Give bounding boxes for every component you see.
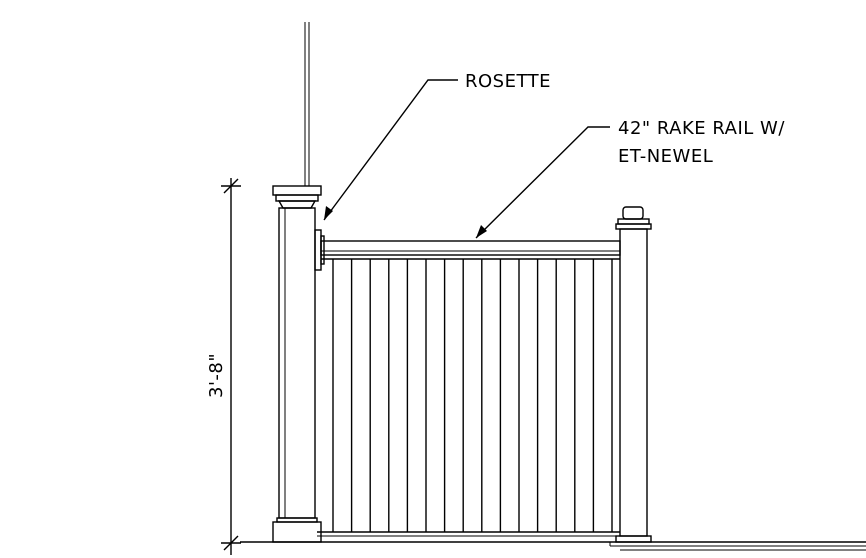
left-newel-post: [272, 185, 322, 543]
balusters: [332, 259, 613, 532]
right-newel-post: [615, 206, 652, 543]
rosette-label: ROSETTE: [465, 71, 551, 92]
top-vertical-guideline: [304, 22, 310, 186]
height-dimension-label: 3'-8": [206, 353, 227, 398]
rosette-leader: [323, 79, 458, 221]
top-rail: [320, 240, 621, 260]
rail-label-line1: 42" RAKE RAIL W/: [618, 118, 785, 139]
height-dimension: [221, 178, 241, 555]
floor-line: [240, 541, 866, 551]
rail-leader: [475, 126, 610, 239]
rail-label-line2: ET-NEWEL: [618, 146, 713, 167]
rosette: [314, 229, 325, 271]
bottom-rail: [317, 531, 620, 537]
